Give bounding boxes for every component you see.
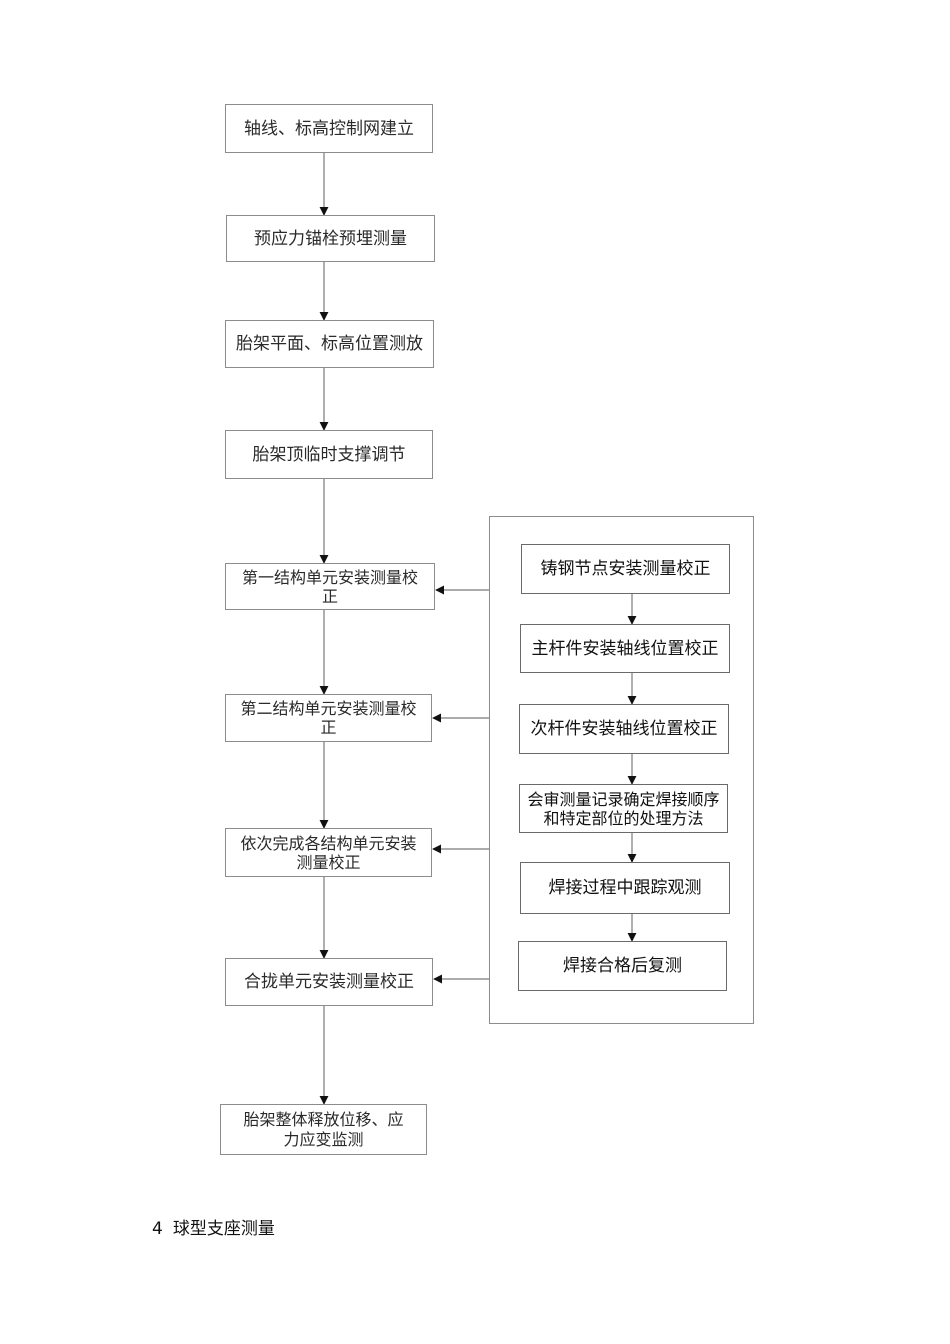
- step-label: 胎架整体释放位移、应力应变监测: [243, 1109, 404, 1149]
- step-closure-unit-survey-correction: 合拢单元安装测量校正: [225, 958, 433, 1006]
- section-number: 4: [152, 1219, 163, 1239]
- step-label: 第二结构单元安装测量校正: [240, 699, 417, 737]
- step-main-member-axis-correction: 主杆件安装轴线位置校正: [520, 624, 730, 673]
- step-label: 焊接过程中跟踪观测: [548, 878, 702, 898]
- step-secondary-member-axis-correction: 次杆件安装轴线位置校正: [519, 704, 729, 754]
- step-first-unit-survey-correction: 第一结构单元安装测量校正: [225, 563, 435, 610]
- step-label: 铸钢节点安装测量校正: [540, 559, 711, 579]
- step-jig-release-monitoring: 胎架整体释放位移、应力应变监测: [220, 1104, 427, 1155]
- step-label: 轴线、标高控制网建立: [244, 118, 414, 139]
- step-review-records-welding-sequence: 会审测量记录确定焊接顺序和特定部位的处理方法: [519, 784, 728, 833]
- step-label: 胎架平面、标高位置测放: [236, 334, 423, 354]
- step-label: 预应力锚栓预埋测量: [254, 228, 407, 249]
- step-label: 次杆件安装轴线位置校正: [530, 719, 718, 739]
- step-label: 会审测量记录确定焊接顺序和特定部位的处理方法: [527, 789, 720, 828]
- step-remaining-units-survey-correction: 依次完成各结构单元安装测量校正: [225, 828, 432, 877]
- step-second-unit-survey-correction: 第二结构单元安装测量校正: [225, 694, 432, 742]
- step-label: 主杆件安装轴线位置校正: [531, 638, 719, 659]
- step-label: 第一结构单元安装测量校正: [241, 567, 418, 606]
- step-jig-plane-elevation-layout: 胎架平面、标高位置测放: [225, 320, 434, 368]
- step-anchor-bolt-embedding-survey: 预应力锚栓预埋测量: [226, 215, 435, 262]
- step-post-weld-resurvey: 焊接合格后复测: [518, 941, 727, 991]
- step-label: 焊接合格后复测: [563, 956, 682, 976]
- step-cast-steel-node-survey: 铸钢节点安装测量校正: [521, 544, 730, 594]
- section-title: 球型支座测量: [172, 1219, 275, 1239]
- section-heading: 4 球型支座测量: [152, 1214, 275, 1239]
- step-welding-tracking-observation: 焊接过程中跟踪观测: [520, 862, 730, 914]
- step-axis-elevation-control-network: 轴线、标高控制网建立: [225, 104, 433, 153]
- step-label: 合拢单元安装测量校正: [244, 972, 414, 992]
- step-label: 胎架顶临时支撑调节: [252, 444, 406, 465]
- step-label: 依次完成各结构单元安装测量校正: [240, 833, 417, 872]
- step-jig-top-temp-support-adjust: 胎架顶临时支撑调节: [225, 430, 433, 479]
- side-process-group-frame: [489, 516, 754, 1024]
